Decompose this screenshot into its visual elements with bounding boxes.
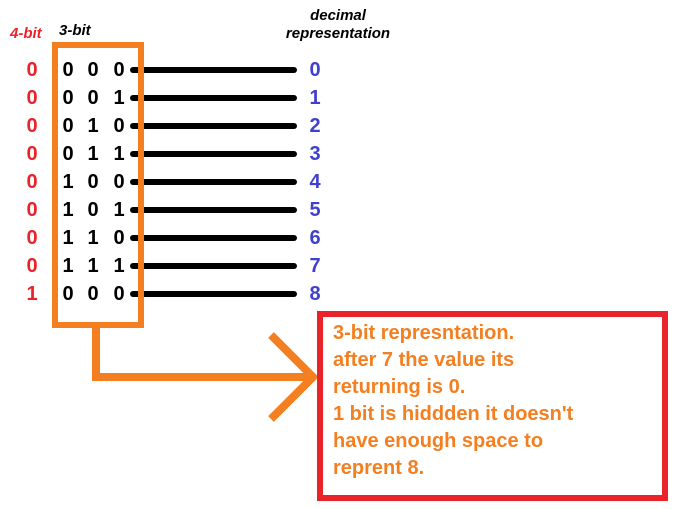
three-bit-group-box (52, 42, 144, 328)
bit-digit: 1 (87, 255, 99, 277)
bit-digit: 0 (87, 283, 99, 305)
connector-line (130, 291, 297, 297)
bit-digit: 1 (62, 227, 74, 249)
bit-digit: 0 (113, 115, 125, 137)
decimal-value: 0 (309, 59, 321, 81)
decimal-value: 5 (309, 199, 321, 221)
three-bit-label: 3-bit (59, 22, 91, 39)
decimal-value: 4 (309, 171, 321, 193)
decimal-value: 7 (309, 255, 321, 277)
decimal-header-line2: representation (285, 25, 391, 42)
connector-line (130, 95, 297, 101)
fourth-bit-digit: 0 (26, 59, 38, 81)
fourth-bit-digit: 0 (26, 115, 38, 137)
connector-line (130, 235, 297, 241)
fourth-bit-digit: 1 (26, 283, 38, 305)
bit-digit: 1 (62, 199, 74, 221)
bit-digit: 1 (113, 87, 125, 109)
bit-digit: 1 (87, 143, 99, 165)
decimal-value: 2 (309, 115, 321, 137)
bit-digit: 0 (113, 227, 125, 249)
bit-digit: 0 (62, 59, 74, 81)
fourth-bit-digit: 0 (26, 171, 38, 193)
bit-digit: 0 (87, 59, 99, 81)
callout-text: 3-bit represntation. after 7 the value i… (333, 322, 574, 479)
fourth-bit-digit: 0 (26, 227, 38, 249)
connector-line (130, 67, 297, 73)
bit-digit: 0 (62, 115, 74, 137)
decimal-header-line1: decimal (310, 7, 366, 24)
fourth-bit-digit: 0 (26, 143, 38, 165)
bit-digit: 0 (62, 143, 74, 165)
bit-digit: 0 (87, 171, 99, 193)
bit-digit: 0 (87, 87, 99, 109)
connector-line (130, 151, 297, 157)
bit-digit: 1 (62, 255, 74, 277)
fourth-bit-digit: 0 (26, 199, 38, 221)
bit-digit: 1 (113, 199, 125, 221)
decimal-representation-header: decimal representation (256, 7, 420, 43)
bit-digit: 0 (87, 199, 99, 221)
decimal-value: 8 (309, 283, 321, 305)
connector-line (130, 123, 297, 129)
bit-digit: 0 (113, 283, 125, 305)
bit-digit: 1 (113, 143, 125, 165)
bit-digit: 0 (62, 87, 74, 109)
bit-digit: 0 (113, 171, 125, 193)
four-bit-label: 4-bit (10, 25, 42, 42)
fourth-bit-digit: 0 (26, 255, 38, 277)
bit-digit: 0 (113, 59, 125, 81)
connector-line (130, 179, 297, 185)
fourth-bit-digit: 0 (26, 87, 38, 109)
decimal-value: 3 (309, 143, 321, 165)
connector-line (130, 207, 297, 213)
bit-digit: 1 (87, 115, 99, 137)
callout-arrow (92, 324, 319, 422)
bit-digit: 0 (62, 283, 74, 305)
bit-digit: 1 (113, 255, 125, 277)
decimal-value: 6 (309, 227, 321, 249)
callout-box: 3-bit represntation. after 7 the value i… (317, 311, 668, 501)
connector-line (130, 263, 297, 269)
bit-digit: 1 (62, 171, 74, 193)
bit-digit: 1 (87, 227, 99, 249)
decimal-value: 1 (309, 87, 321, 109)
